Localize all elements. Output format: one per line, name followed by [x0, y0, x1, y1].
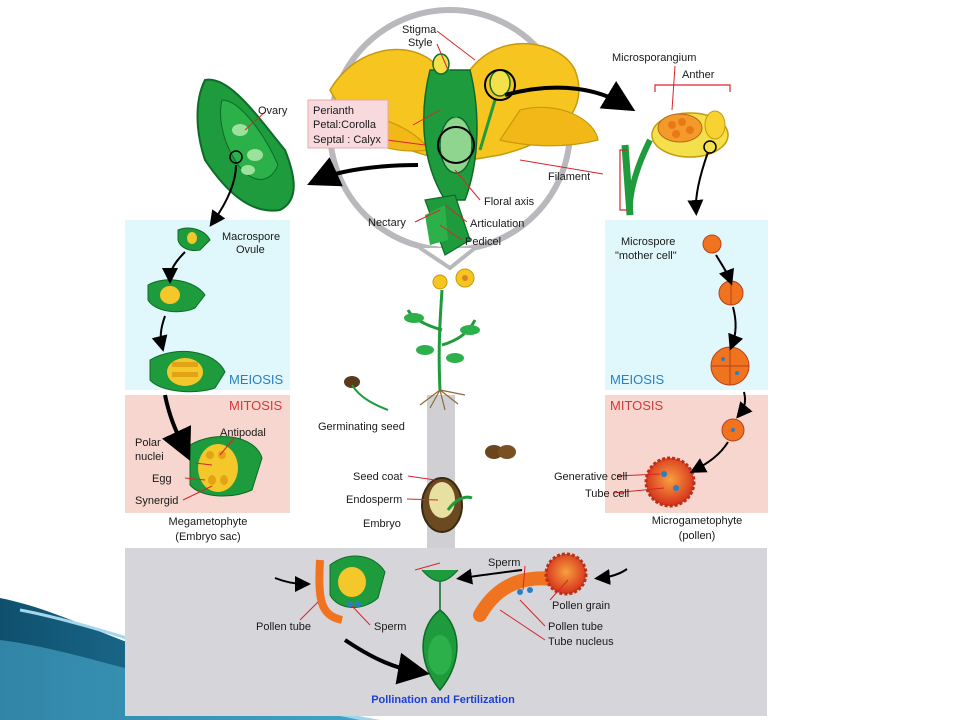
label-nuclei: nuclei	[135, 451, 164, 463]
label-mitosis-right: MITOSIS	[610, 398, 664, 413]
label-germinating-seed: Germinating seed	[318, 421, 405, 433]
leader-lines	[182, 30, 676, 641]
label-sperm-top: Sperm	[488, 557, 520, 569]
label-floral-axis: Floral axis	[484, 196, 535, 208]
label-egg: Egg	[152, 473, 172, 485]
label-perianth: Perianth	[313, 105, 354, 117]
anther-illustration	[619, 84, 731, 216]
label-septal-calyx: Septal : Calyx	[313, 134, 381, 146]
microspore-cell-3	[721, 418, 745, 442]
label-pollen: (pollen)	[679, 530, 716, 542]
label-seed-coat: Seed coat	[353, 471, 403, 483]
microspore-cell-2	[718, 280, 744, 306]
label-mother-cell: "mother cell"	[615, 250, 677, 262]
ovary-illustration	[196, 78, 295, 212]
label-ovule: Ovule	[236, 244, 265, 256]
pollen-grain-tube-illustration	[473, 552, 588, 622]
label-tube-cell: Tube cell	[585, 488, 629, 500]
label-tube-nucleus: Tube nucleus	[548, 636, 614, 648]
label-embryo: Embryo	[363, 518, 401, 530]
label-articulation: Articulation	[470, 218, 524, 230]
label-pollination-fertilization: Pollination and Fertilization	[371, 694, 515, 706]
label-megagametophyte: Megametophyte	[169, 516, 248, 528]
label-synergid: Synergid	[135, 495, 178, 507]
label-stigma: Stigma	[402, 24, 437, 36]
label-meiosis-right: MEIOSIS	[610, 372, 665, 387]
seeds-illustration	[485, 445, 516, 459]
label-endosperm: Endosperm	[346, 494, 402, 506]
label-macrospore: Macrospore	[222, 231, 280, 243]
label-anther: Anther	[682, 69, 715, 81]
label-antipodal: Antipodal	[220, 427, 266, 439]
diagram-labels: Stigma Style Microsporangium Anther Ovar…	[135, 24, 742, 706]
label-sperm-left: Sperm	[374, 621, 406, 633]
label-microgametophyte: Microgametophyte	[652, 515, 743, 527]
label-pollen-tube-left: Pollen tube	[256, 621, 311, 633]
seed-cross-section	[421, 477, 473, 533]
perianth-label-box	[307, 99, 389, 149]
label-microspore: Microspore	[621, 236, 675, 248]
label-meiosis-left: MEIOSIS	[229, 372, 284, 387]
label-polar: Polar	[135, 437, 161, 449]
microspore-tetrad	[710, 346, 750, 386]
label-mitosis-left: MITOSIS	[229, 398, 283, 413]
label-filament: Filament	[548, 171, 590, 183]
label-pollen-grain: Pollen grain	[552, 600, 610, 612]
fertilized-ovary-illustration	[421, 569, 459, 692]
plant-illustration	[404, 268, 480, 411]
label-ovary: Ovary	[258, 105, 288, 117]
label-microsporangium: Microsporangium	[612, 52, 696, 64]
flower-illustration	[329, 42, 599, 256]
pollen-grain-microgametophyte	[644, 456, 696, 508]
pollen-tube-left-illustration	[315, 555, 386, 624]
cycle-arrows	[151, 80, 753, 685]
label-pollen-tube-right: Pollen tube	[548, 621, 603, 633]
label-nectary: Nectary	[368, 217, 406, 229]
label-petal-corolla: Petal:Corolla	[313, 119, 377, 131]
macrospore-stage-3	[149, 350, 226, 393]
germinating-seed-illustration	[344, 376, 389, 411]
embryo-sac	[189, 435, 263, 497]
label-embryo-sac: (Embryo sac)	[175, 531, 240, 543]
macrospore-stage-2	[147, 279, 206, 313]
label-generative-cell: Generative cell	[554, 471, 627, 483]
label-pedicel: Pedicel	[465, 236, 501, 248]
microspore-cell-1	[702, 234, 722, 254]
macrospore-stage-1	[177, 227, 211, 251]
label-style: Style	[408, 37, 432, 49]
